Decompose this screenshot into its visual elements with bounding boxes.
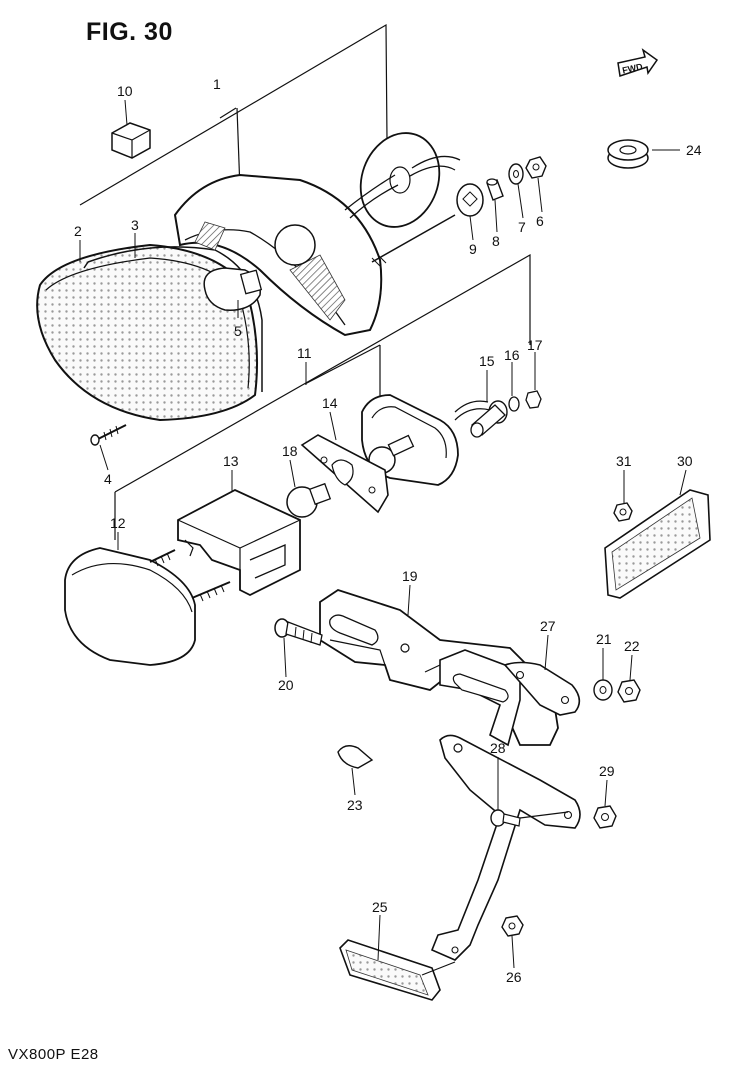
callout-20: 20 (278, 677, 294, 693)
callout-1: 1 (213, 76, 221, 92)
part-27-sub-bracket (439, 649, 581, 747)
part-29-nut (593, 805, 617, 829)
part-4-screw (90, 424, 127, 446)
housing-stud (371, 214, 456, 267)
part-7-washer (508, 163, 524, 185)
callout-3: 3 (131, 217, 139, 233)
callout-14: 14 (322, 395, 338, 411)
fwd-label: FWD (621, 61, 644, 75)
callout-23: 23 (347, 797, 363, 813)
part-18-bulb (286, 482, 332, 518)
part-23-clip (337, 745, 374, 769)
part-1-tail-housing (173, 173, 383, 337)
callout-16: 16 (504, 347, 520, 363)
part-2-tail-lens (36, 243, 259, 422)
callout-18: 18 (282, 443, 298, 459)
callout-29: 29 (599, 763, 615, 779)
callout-6: 6 (536, 213, 544, 229)
part-8-collar (486, 178, 504, 201)
callout-28: 28 (490, 740, 506, 756)
callout-9: 9 (469, 241, 477, 257)
part-21-washer (593, 679, 613, 701)
callout-21: 21 (596, 631, 612, 647)
assembly-bracket-lines-lower (114, 253, 531, 540)
callout-5: 5 (234, 323, 242, 339)
callout-24: 24 (686, 142, 702, 158)
callout-labels: 1 2 3 4 5 6 7 8 9 10 11 12 13 14 15 16 1… (74, 76, 702, 985)
callout-7: 7 (518, 219, 526, 235)
callout-22: 22 (624, 638, 640, 654)
part-10-cap (111, 122, 151, 159)
callout-8: 8 (492, 233, 500, 249)
callout-30: 30 (677, 453, 693, 469)
part-socket-disc (344, 132, 461, 228)
part-30-reflector (604, 489, 711, 599)
callout-26: 26 (506, 969, 522, 985)
callout-4: 4 (104, 471, 112, 487)
part-9-grommet (456, 183, 484, 217)
part-lower-stay (430, 734, 581, 961)
part-22-nut (617, 679, 641, 703)
model-code: VX800P E28 (8, 1046, 99, 1063)
part-25-reflector (339, 939, 456, 1001)
part-13-lamp-cover (177, 488, 301, 597)
callout-17: 17 (527, 337, 543, 353)
fwd-arrow-icon: FWD (617, 48, 659, 77)
callout-12: 12 (110, 515, 126, 531)
part-14-lamp-housing (361, 394, 491, 486)
part-26-nut (501, 915, 524, 937)
part-19-main-bracket (319, 589, 559, 746)
callout-2: 2 (74, 223, 82, 239)
figure-title: FIG. 30 (86, 18, 173, 46)
callout-15: 15 (479, 353, 495, 369)
part-17-nut (525, 390, 542, 409)
leader-lines (79, 99, 687, 969)
callout-31: 31 (616, 453, 632, 469)
part-28-bolt (490, 809, 569, 827)
part-12-lamp-body (64, 547, 231, 666)
callout-25: 25 (372, 899, 388, 915)
part-15-mount (470, 400, 508, 438)
part-18-lamp-plate (300, 434, 389, 514)
part-20-bolt (274, 618, 323, 646)
part-5-bulb (203, 267, 263, 311)
part-24-grommet (607, 139, 649, 169)
callout-10: 10 (117, 83, 133, 99)
callout-27: 27 (540, 618, 556, 634)
part-6-nut (525, 156, 547, 179)
callout-13: 13 (223, 453, 239, 469)
part-31-nut (613, 502, 633, 522)
callout-19: 19 (402, 568, 418, 584)
part-16-washer (508, 396, 520, 412)
callout-11: 11 (297, 345, 312, 361)
